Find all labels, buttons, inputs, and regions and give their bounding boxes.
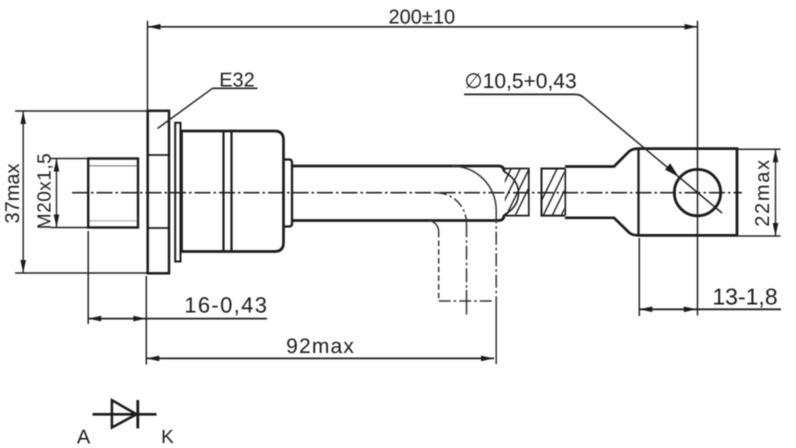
svg-text:200±10: 200±10 xyxy=(389,6,456,28)
svg-text:M20x1,5: M20x1,5 xyxy=(35,153,56,229)
svg-text:∅10,5+0,43: ∅10,5+0,43 xyxy=(464,70,576,93)
svg-text:37max: 37max xyxy=(2,163,24,223)
svg-text:E32: E32 xyxy=(219,70,255,92)
svg-text:22max: 22max xyxy=(752,158,774,227)
svg-text:K: K xyxy=(161,427,174,448)
svg-text:92max: 92max xyxy=(286,335,355,358)
svg-text:A: A xyxy=(77,427,91,448)
svg-text:16-0,43: 16-0,43 xyxy=(184,293,268,318)
svg-text:13-1,8: 13-1,8 xyxy=(712,284,777,310)
